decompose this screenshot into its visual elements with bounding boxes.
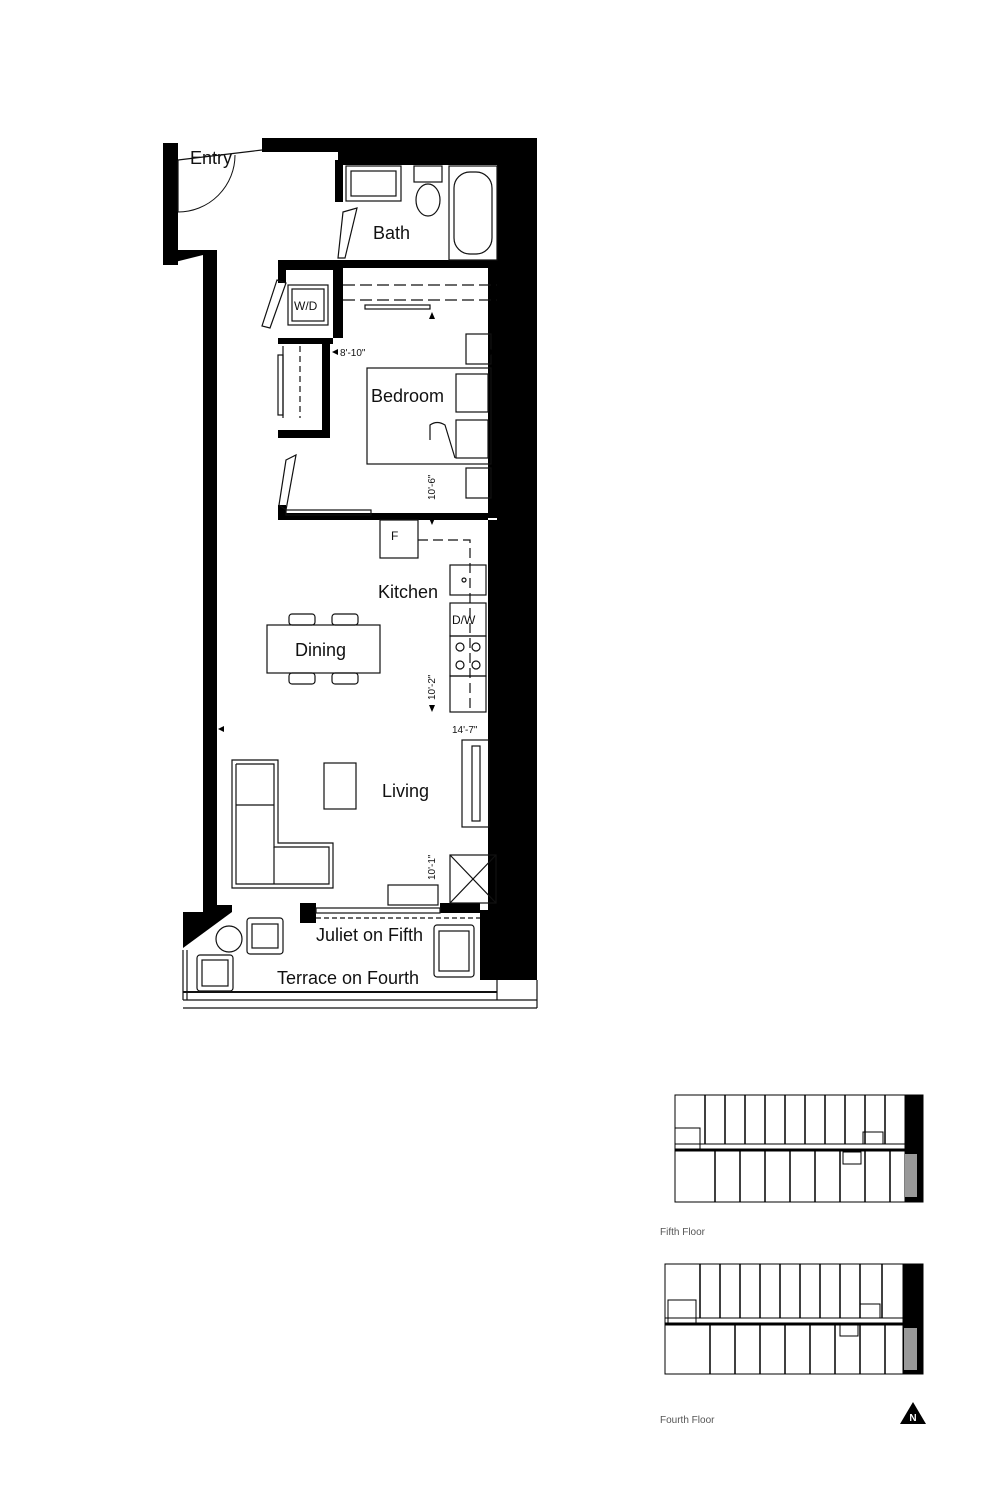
nightstand-top <box>465 333 492 365</box>
east-wall <box>262 138 537 980</box>
west-wall <box>163 143 232 912</box>
balcony-wall-left <box>300 903 316 923</box>
washer-dryer <box>287 284 329 326</box>
bedroom-west-lower <box>278 505 286 520</box>
bath-fixtures <box>337 165 498 261</box>
kitchen-fixtures <box>379 519 487 713</box>
dim-living-depth: 10'-1" <box>427 854 438 880</box>
faded-title <box>0 1262 6 1285</box>
entry-door <box>177 149 263 213</box>
sectional-sofa <box>231 759 334 889</box>
north-arrow-icon: N <box>900 1402 926 1424</box>
bed <box>366 367 492 465</box>
north-label: N <box>909 1413 916 1424</box>
room-label-living: Living <box>382 781 429 801</box>
bath-south-wall <box>335 260 497 268</box>
kitchen-sink <box>449 564 487 596</box>
room-label-bedroom: Bedroom <box>371 386 444 406</box>
closet-east <box>322 338 330 438</box>
dim-bedroom-width: 8'-10" <box>340 348 366 359</box>
dining-set <box>266 613 381 685</box>
sliding-door <box>364 304 431 310</box>
room-label-dining: Dining <box>295 640 346 660</box>
room-label-entry: Entry <box>190 148 232 168</box>
fridge <box>379 519 419 559</box>
toilet-bowl <box>415 183 441 217</box>
bath-door <box>337 207 358 259</box>
living-furniture <box>231 739 497 914</box>
tv-unit <box>461 739 490 828</box>
balcony-door <box>315 907 441 914</box>
unit-dividers <box>704 1095 891 1202</box>
key-plan-fourth-floor <box>664 1263 924 1375</box>
dimension-arrows <box>218 312 496 732</box>
terrace-table <box>215 925 243 953</box>
bedroom-west-wall-upper <box>278 268 286 283</box>
dining-table <box>266 624 381 674</box>
bedroom-south-wall <box>278 513 488 520</box>
bath-west-wall <box>335 160 343 202</box>
wd-closet <box>261 279 329 329</box>
bedroom-furniture <box>277 284 497 516</box>
northwest-jamb <box>163 143 178 265</box>
unit-dividers <box>699 1264 886 1374</box>
wd-closet-east <box>333 268 343 338</box>
room-label-juliet: Juliet on Fifth <box>316 925 423 945</box>
wd-closet-north <box>278 260 343 270</box>
closet-north <box>278 338 333 344</box>
exterior-walls <box>163 138 537 980</box>
key-plan-fifth-label: Fifth Floor <box>660 1227 706 1238</box>
unit-highlight <box>904 1328 917 1370</box>
coffee-table <box>323 762 357 810</box>
southwest-corner <box>183 912 232 948</box>
wd-door <box>261 279 287 329</box>
room-label-terrace: Terrace on Fourth <box>277 968 419 988</box>
fixture-label-dishwasher: D/W <box>452 613 476 627</box>
terrace-furniture <box>182 917 538 1009</box>
bedroom-door <box>278 453 297 512</box>
east-wall-inner <box>488 268 497 518</box>
fixture-label-wd: W/D <box>294 299 318 313</box>
nightstand-bottom <box>465 467 492 499</box>
closet-south <box>278 430 330 438</box>
key-plan-fifth-floor <box>674 1094 924 1203</box>
cooktop <box>449 635 487 677</box>
unit-highlight <box>905 1154 917 1197</box>
vanity <box>345 165 402 202</box>
toilet-tank <box>413 165 443 183</box>
shaft <box>449 854 497 904</box>
dim-kitchen-depth: 10'-2" <box>427 674 438 700</box>
bedroom-window <box>285 509 372 516</box>
room-label-bath: Bath <box>373 223 410 243</box>
dim-bedroom-depth: 10'-6" <box>427 474 438 500</box>
room-label-kitchen: Kitchen <box>378 582 438 602</box>
bathtub <box>448 165 498 261</box>
dim-living-width: 14'-7" <box>452 725 478 736</box>
balcony-wall-right <box>440 903 480 913</box>
fixture-label-fridge: F <box>391 529 398 543</box>
key-plan-fourth-label: Fourth Floor <box>660 1415 715 1426</box>
